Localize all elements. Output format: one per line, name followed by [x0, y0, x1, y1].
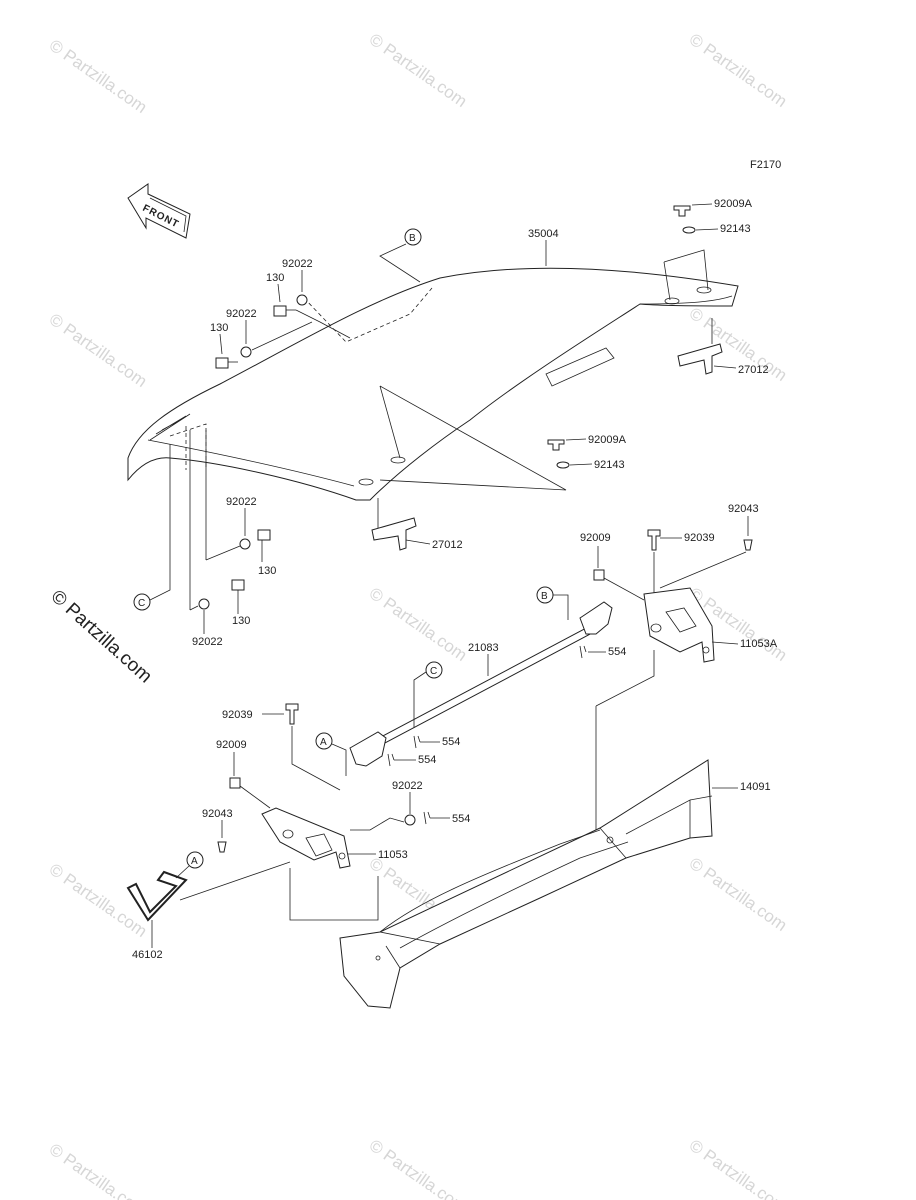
washer-92022-c-icon [239, 538, 251, 550]
callout-b-top: B [379, 228, 422, 283]
label-130-c: 130 [258, 565, 276, 577]
label-92022-b: 92022 [226, 308, 257, 320]
washer-92022-d-icon [198, 598, 210, 610]
label-92043-right: 92043 [728, 503, 759, 515]
watermark: © Partzilla.com [686, 854, 791, 935]
label-27012-right: 27012 [738, 364, 769, 376]
label-92009-left: 92009 [216, 739, 247, 751]
callout-a-left: A [175, 851, 204, 879]
rivet-92039-left-icon [285, 703, 299, 725]
label-14091: 14091 [740, 781, 771, 793]
screw-92009-left-icon [229, 777, 241, 789]
callout-a-left-letter: A [191, 856, 198, 867]
clip-554-4-icon [423, 811, 431, 825]
callout-b-mid-letter: B [541, 591, 548, 602]
pin-92043-left-icon [217, 841, 227, 853]
roof-35004 [127, 267, 739, 501]
watermark: © Partzilla.com [366, 1136, 471, 1200]
label-92039-right: 92039 [684, 532, 715, 544]
label-92022-a: 92022 [282, 258, 313, 270]
clip-554-3-icon [387, 753, 395, 767]
watermark: © Partzilla.com [46, 36, 151, 117]
diagram-code: F2170 [750, 159, 781, 171]
bracket-27012-right [677, 343, 723, 375]
label-92022-e: 92022 [392, 780, 423, 792]
label-35004: 35004 [528, 228, 559, 240]
screw-92009-right-icon [593, 569, 605, 581]
bolt-130-a-icon [273, 305, 296, 317]
label-92022-c: 92022 [226, 496, 257, 508]
label-92009-right: 92009 [580, 532, 611, 544]
front-arrow-icon: FRONT [127, 183, 191, 239]
watermark: © Partzilla.com [366, 584, 471, 665]
bolt-130-c-icon [257, 529, 271, 552]
callout-b-top-letter: B [409, 233, 416, 244]
bracket-11053a [643, 587, 715, 663]
callout-a-mid: A [315, 732, 347, 776]
bracket-27012-bottom [371, 517, 417, 551]
callout-c-mid: C [413, 661, 443, 728]
bracket-11053 [261, 807, 351, 869]
pin-92043-right-icon [743, 539, 753, 551]
washer-92143-mid-icon [556, 461, 570, 469]
label-554-4: 554 [452, 813, 470, 825]
label-92043-left: 92043 [202, 808, 233, 820]
callout-c-mid-letter: C [430, 666, 437, 677]
label-92009a-mid: 92009A [588, 434, 627, 446]
label-554-3: 554 [418, 754, 436, 766]
label-11053: 11053 [378, 849, 408, 861]
watermark: © Partzilla.com [46, 310, 151, 391]
watermark: © Partzilla.com [686, 1136, 791, 1200]
label-130-d: 130 [232, 615, 250, 627]
label-92022-d: 92022 [192, 636, 223, 648]
washer-92022-b-icon [240, 346, 252, 358]
callout-c-left: C [133, 444, 171, 611]
rod-46102 [126, 870, 188, 922]
label-92143-top: 92143 [720, 223, 751, 235]
screw-92009a-top-icon [673, 205, 691, 217]
label-554-1: 554 [608, 646, 626, 658]
washer-92022-a-icon [296, 294, 308, 306]
clip-554-1-icon [579, 645, 587, 659]
skid-pan-14091 [339, 759, 713, 1009]
label-92009a-top: 92009A [714, 198, 753, 210]
label-130-a: 130 [266, 272, 284, 284]
watermark: © Partzilla.com [46, 1140, 151, 1200]
label-11053a: 11053A [740, 638, 778, 650]
washer-92022-e-icon [404, 814, 416, 826]
label-46102: 46102 [132, 949, 163, 961]
clip-554-2-icon [413, 735, 421, 749]
label-554-2: 554 [442, 736, 460, 748]
watermark: © Partzilla.com [686, 30, 791, 111]
callout-a-mid-letter: A [320, 737, 327, 748]
label-27012-bottom: 27012 [432, 539, 463, 551]
rivet-92039-right-icon [647, 529, 661, 551]
label-21083: 21083 [468, 642, 499, 654]
callout-b-mid: B [536, 586, 569, 620]
watermark: © Partzilla.com [366, 30, 471, 111]
bar-21083 [349, 601, 613, 767]
bolt-130-b-icon [215, 357, 238, 369]
callout-c-left-letter: C [138, 598, 145, 609]
screw-92009a-mid-icon [547, 439, 565, 451]
washer-92143-top-icon [682, 226, 696, 234]
bolt-130-d-icon [231, 579, 245, 604]
label-92143-mid: 92143 [594, 459, 625, 471]
label-130-b: 130 [210, 322, 228, 334]
label-92039-left: 92039 [222, 709, 253, 721]
